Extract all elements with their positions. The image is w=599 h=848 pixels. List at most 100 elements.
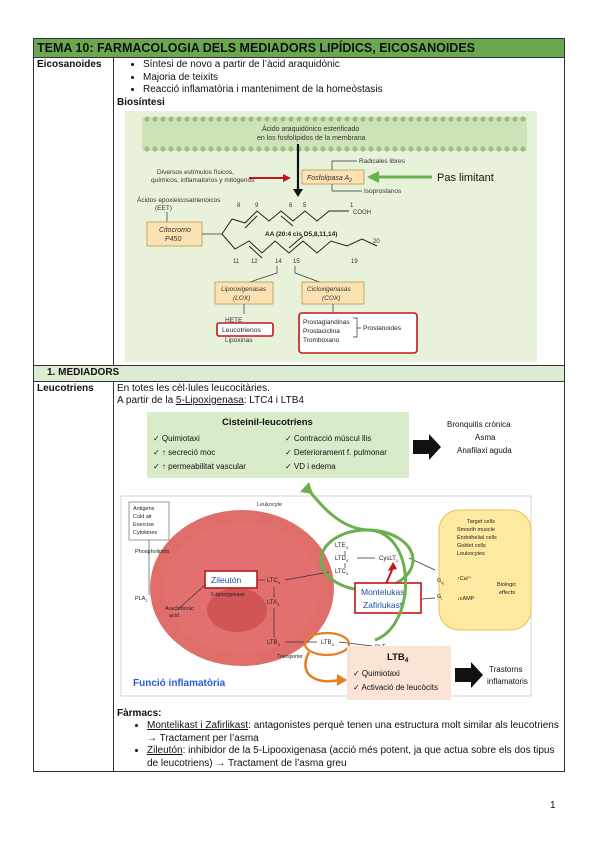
montelukast-box	[354, 581, 422, 614]
carbon-number: 8	[237, 203, 241, 209]
carbon-number: 5	[303, 203, 307, 209]
stimuli-text-1: Diversos estímulos físicos,	[157, 169, 234, 176]
eicosanoides-label: Eicosanoides	[33, 57, 114, 366]
stimulus: Antigens	[133, 506, 155, 512]
ltb4-box-title: LTB4	[387, 652, 409, 664]
cooh-label: COOH	[353, 210, 371, 216]
arachidonic-acid-structure-icon	[221, 210, 378, 259]
red-arrow-icon	[283, 174, 291, 182]
zileuton-box	[204, 569, 258, 589]
cyslt1-label: CysLT1	[379, 556, 399, 563]
carbon-number: 19	[351, 259, 358, 265]
membrane-label-1: Ácido araquidónico esterificado	[262, 124, 359, 133]
biosynthesis-figure: Ácido araquidónico esterificado en los f…	[117, 111, 561, 362]
content-table: TEMA 10: FARMACOLOGIA DELS MEDIADORS LIP…	[33, 38, 565, 772]
calcium-label: ↑Ca²⁺	[457, 575, 472, 582]
farmacs-heading: Fàrmacs:	[117, 707, 162, 719]
arachidonic-label-2: acid	[169, 613, 179, 619]
ltc4-label: LTC4	[267, 578, 281, 585]
membrane-icon	[142, 116, 527, 152]
list-item: Montelikast i Zafirlikast: antagonistes …	[147, 720, 561, 745]
list-item: Síntesi de novo a partir de l’àcid araqu…	[143, 59, 561, 72]
carbon-number: 14	[275, 259, 282, 265]
target-cell-icon	[438, 509, 532, 630]
lte4-label: LTE4	[335, 543, 349, 550]
ltd4-label: LTD4	[335, 556, 349, 563]
lipoxygenase-label: 5-lipoxygenase	[211, 592, 245, 598]
stimulus: Cold air	[133, 514, 152, 520]
cox-label-2: (COX)	[322, 295, 340, 302]
list-item: Reacció inflamatòria i manteniment de la…	[143, 84, 561, 97]
carbon-number: 9	[255, 203, 259, 209]
leucotrienos-box	[216, 322, 274, 337]
prostanoides-label: Prostanoides	[363, 325, 402, 332]
zileuton-label: Zileutón	[211, 575, 242, 585]
stimulus: Exercise	[133, 522, 154, 528]
isoprostanos-label: Isoprostanos	[364, 188, 402, 195]
cist-effect: ✓ ↑ secreció moc	[153, 448, 215, 457]
cist-effect: ✓ Quimiotaxi	[153, 434, 200, 443]
eicosanoides-list: Síntesi de novo a partir de l’àcid araqu…	[117, 59, 561, 97]
membrane-label-2: en los fosfolípidos de la membrana	[257, 135, 366, 142]
carbon-number: 20	[373, 239, 380, 245]
fosfolipasa-label: Fosfolipasa A2	[307, 175, 352, 184]
ltb4-node-label: LTB4	[267, 640, 281, 647]
cist-effect: ✓ Contracció múscul llis	[285, 434, 371, 443]
cisteinil-title: Cisteinil-leucotriens	[222, 417, 313, 428]
cox-label-1: Cicloxigenasas	[307, 286, 351, 293]
biologic-label-2: effects	[499, 590, 515, 596]
page-number: 1	[550, 800, 556, 811]
arrow-down-icon	[293, 189, 303, 197]
hete-label: HETE	[225, 317, 243, 324]
ltc4-ext-label: LTC4	[335, 569, 349, 576]
aa-label: AA (20:4 cis D5,8,11,14)	[265, 231, 337, 238]
carbon-number: 12	[251, 259, 258, 265]
stimuli-text-2: químicos, inflamatorios y mitógenos	[151, 177, 255, 184]
prosta-item: Prostaciclina	[303, 328, 340, 335]
biologic-label-1: Biologic	[497, 582, 517, 588]
pas-limitant-label: Pas limitant	[437, 172, 494, 184]
prosta-item: Prostaglandinas	[303, 319, 350, 326]
red-arrow-icon	[388, 561, 397, 571]
gq-label: Gq	[437, 578, 444, 585]
citocromo-box	[146, 221, 203, 247]
trastorns-label: Trastorns	[489, 665, 523, 674]
camp-label: ↓cAMP	[457, 596, 475, 602]
funcio-inflamatoria-label: Funció inflamatòria	[133, 678, 226, 689]
target-label: Leukocytes	[457, 551, 485, 557]
list-item: Zileutón: inhibidor de la 5-Lipooxigenas…	[147, 745, 561, 770]
farmacs-list: Montelikast i Zafirlikast: antagonistes …	[117, 720, 561, 770]
lta4-label: LTA4	[267, 600, 280, 607]
biosintesi-heading: Biosíntesi	[117, 96, 165, 108]
transporter-label: Transporter	[277, 654, 303, 660]
prosta-item: Tromboxano	[303, 337, 340, 344]
prostanoides-box	[298, 312, 418, 354]
green-arrow-icon	[367, 171, 379, 183]
stimulus: Cytokines	[133, 530, 157, 536]
phospholipids-label: Phospholipids	[135, 549, 169, 555]
biosynthesis-diagram: Ácido araquidónico esterificado en los f…	[125, 111, 537, 362]
carbon-number: 6	[289, 203, 293, 209]
leucotrienos-label: Leucotrienos	[222, 327, 262, 334]
ltb4-box	[347, 645, 451, 700]
leucotriens-label: Leucotriens	[33, 380, 114, 772]
zafirlukast-label: Zafirlukast	[363, 600, 403, 610]
citocromo-label-1: Citocromo	[159, 227, 191, 234]
ltb4-ext-label: LTB4	[321, 640, 335, 647]
target-label: Endothelial cells	[457, 535, 497, 541]
document-sheet: TEMA 10: FARMACOLOGIA DELS MEDIADORS LIP…	[33, 38, 565, 772]
target-label: Target cells	[467, 519, 495, 525]
orange-curved-arrow-icon	[304, 650, 340, 682]
eet-label-1: Ácidos epoxieicosatrienoicos	[137, 195, 221, 204]
arachidonic-label-1: Arachidonic	[165, 606, 194, 612]
target-label: Goblet cells	[457, 543, 486, 549]
ltb4-highlight-ring	[303, 631, 351, 656]
leukocyte-label: Leukocyte	[257, 502, 282, 508]
section-heading-mediadors: 1. MEDIADORS	[33, 365, 565, 382]
disease: Anafilaxi aguda	[457, 446, 512, 455]
leuco-line-1: En totes les cèl·lules leucocitàries.	[117, 382, 270, 394]
leuco-line-2: A partir de la 5-Lipoxigenasa: LTC4 i LT…	[117, 395, 304, 406]
ltb4-effect: ✓ Activació de leucòcits	[353, 683, 438, 692]
disease: Bronquitis crònica	[447, 420, 511, 429]
leukotriene-figure: Cisteinil-leucotriens ✓ Quimiotaxi ✓ ↑ s…	[117, 410, 561, 706]
